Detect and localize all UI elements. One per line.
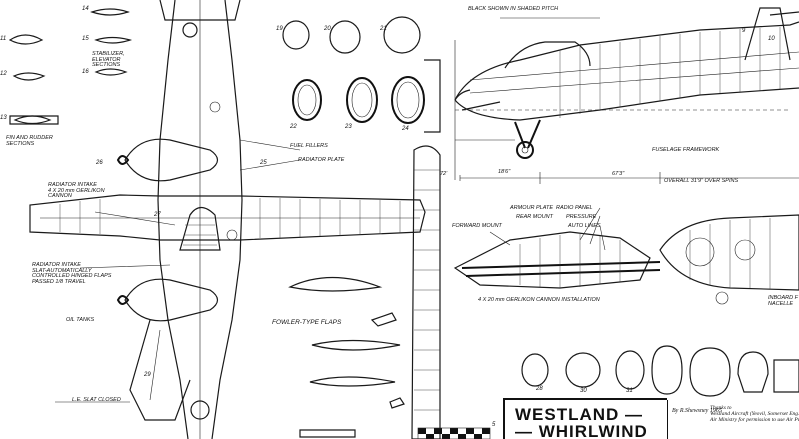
credit-thanks: Thanks to Westland Aircraft (Yeovil, Som… xyxy=(710,405,799,423)
ref-number: 11 xyxy=(0,36,7,42)
nacelle-drawing xyxy=(659,214,799,305)
ref-number: 29 xyxy=(144,372,151,378)
overall-length-label: OVERALL 31'9" OVER SPINS xyxy=(664,178,739,184)
side-view xyxy=(454,7,799,184)
ref-number: 26 xyxy=(96,160,103,166)
le-slat-label: L.E. SLAT CLOSED xyxy=(72,397,121,403)
ref-number: 15 xyxy=(82,36,89,42)
dim-67-label: 67'3" xyxy=(612,171,625,177)
dim-72-label: 72' xyxy=(440,171,448,177)
ref-number: 22 xyxy=(290,124,297,130)
ref-number: 14 xyxy=(82,6,89,12)
radio-panel-label: RADIO PANEL xyxy=(556,205,593,211)
radiator-intake-label: RADIATOR INTAKE 4 X 20 mm OERLIKON CANNO… xyxy=(48,182,105,199)
ref-number: 20 xyxy=(324,26,331,32)
dim-18-label: 18'6" xyxy=(498,169,511,175)
flap-sections xyxy=(288,276,405,438)
ref-number: 21 xyxy=(380,26,387,32)
fuselage-framework-label: FUSELAGE FRAMEWORK xyxy=(652,147,720,153)
black-shown-label: BLACK SHOWN IN SHADED PITCH xyxy=(468,6,559,12)
rear-mount-label: REAR MOUNT xyxy=(516,214,553,220)
ref-number: 27 xyxy=(154,212,161,218)
ref-number: 30 xyxy=(580,388,587,394)
pressure-label: PRESSURE xyxy=(566,214,597,220)
title-block: WESTLAND — — WHIRLWIND xyxy=(503,398,667,439)
fin-profile xyxy=(411,145,441,439)
cross-sections xyxy=(521,345,799,397)
fin-sections xyxy=(8,8,133,125)
auto-lines-label: AUTO LINES xyxy=(568,223,601,229)
stabilizer-label: STABILIZER, ELEVATOR SECTIONS xyxy=(92,51,125,68)
ref-number: 23 xyxy=(345,124,352,130)
fowler-flaps-label: FOWLER-TYPE FLAPS xyxy=(272,319,342,326)
ref-number: 12 xyxy=(0,71,7,77)
forward-mount-label: FORWARD MOUNT xyxy=(452,223,502,229)
ref-number: 13 xyxy=(0,115,7,121)
credit-author: By R.Shewsney 1965 xyxy=(672,408,722,414)
fuel-fillers-label: FUEL FILLERS xyxy=(290,143,328,149)
ref-number: 5 xyxy=(492,422,496,428)
ref-number: 28 xyxy=(536,386,543,392)
oil-tanks-label: OIL TANKS xyxy=(66,317,95,323)
armor-plate-label: ARMOUR PLATE xyxy=(510,205,553,211)
ref-number: 31 xyxy=(626,388,633,394)
fin-rudder-label: FIN AND RUDDER SECTIONS xyxy=(6,135,53,147)
cannon-installation xyxy=(453,207,661,289)
ref-number: 24 xyxy=(402,126,409,132)
inboard-nacelle-label: INBOARD F NACELLE xyxy=(768,295,798,307)
ref-number: 16 xyxy=(82,69,89,75)
plan-view xyxy=(29,0,426,439)
frame-rings xyxy=(282,16,441,133)
cannon-install-label: 4 X 20 mm OERLIKON CANNON INSTALLATION xyxy=(478,297,600,303)
title-line-2: — WHIRLWIND xyxy=(515,422,648,439)
ref-number: 19 xyxy=(276,26,283,32)
ref-number: 10 xyxy=(768,36,775,42)
radiator-plate-label: RADIATOR PLATE xyxy=(298,157,345,163)
radiator-intake-slat-label: RADIATOR INTAKE SLAT-AUTOMATICALLY CONTR… xyxy=(32,262,112,285)
ref-number: 9 xyxy=(742,28,746,34)
scale-bar xyxy=(417,427,491,439)
ref-number: 25 xyxy=(260,160,267,166)
title-line-1: WESTLAND — xyxy=(515,405,644,424)
